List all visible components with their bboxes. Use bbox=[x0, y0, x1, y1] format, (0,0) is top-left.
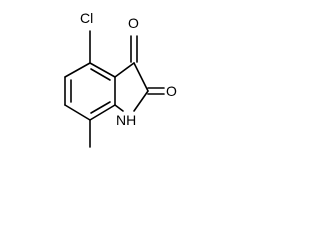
bond-c3a-c4 bbox=[64, 62, 91, 78]
bond-c6-c7 bbox=[89, 104, 116, 121]
bond-c7a-c3a bbox=[89, 62, 116, 78]
bond-c3-c2 bbox=[133, 62, 149, 92]
bond-c3a-c3 bbox=[114, 62, 135, 78]
bond-c5-c6 bbox=[64, 104, 91, 121]
molecule-structure: Cl O O NH bbox=[64, 10, 177, 148]
bond-c6-c7-inner bbox=[90, 101, 111, 114]
oxygen-top-label: O bbox=[128, 15, 139, 31]
amine-label: NH bbox=[116, 112, 136, 128]
chlorine-label: Cl bbox=[80, 10, 93, 26]
oxygen-right-label: O bbox=[166, 83, 177, 99]
bond-c2-n1 bbox=[133, 90, 149, 112]
bond-c7a-c3a-inner bbox=[90, 68, 111, 81]
bond-n1-c7a bbox=[114, 104, 124, 112]
